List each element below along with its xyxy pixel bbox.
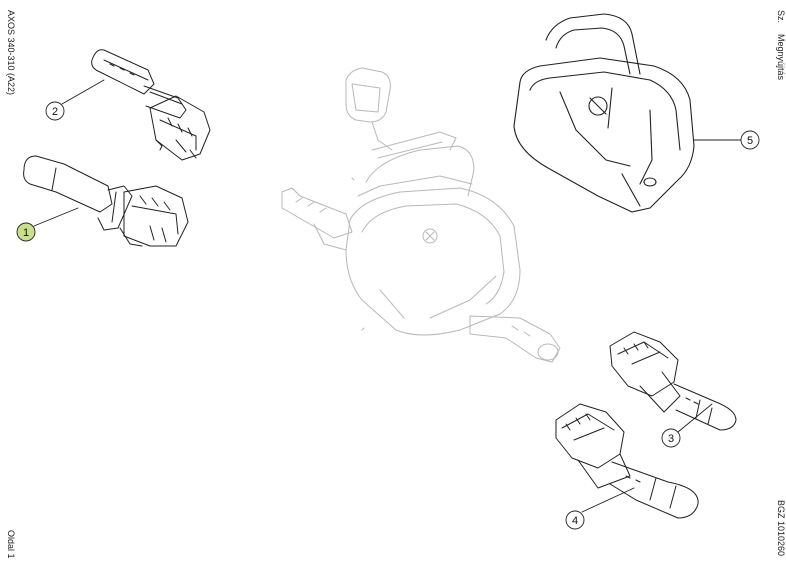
column-assembly-ghost xyxy=(281,67,561,363)
callout-3-number: 3 xyxy=(668,433,674,445)
part-4-switch xyxy=(555,403,699,519)
callout-1[interactable]: 1 xyxy=(16,222,36,242)
callout-2-number: 2 xyxy=(52,106,58,118)
part-1-switch xyxy=(23,155,189,247)
callout-2[interactable]: 2 xyxy=(45,101,65,121)
part-2-switch xyxy=(91,49,211,161)
callout-5[interactable]: 5 xyxy=(740,130,760,150)
callout-3[interactable]: 3 xyxy=(661,428,681,448)
callout-1-number: 1 xyxy=(23,227,29,239)
callout-5-number: 5 xyxy=(747,135,753,147)
callout-4-number: 4 xyxy=(572,515,578,527)
leader-lines xyxy=(33,79,743,513)
leader-3 xyxy=(677,403,713,433)
part-5-shroud xyxy=(513,13,695,213)
leader-2 xyxy=(61,79,105,105)
leader-4 xyxy=(581,487,635,513)
callout-4[interactable]: 4 xyxy=(565,510,585,530)
part-3-switch xyxy=(609,331,737,431)
leader-1 xyxy=(33,207,79,227)
